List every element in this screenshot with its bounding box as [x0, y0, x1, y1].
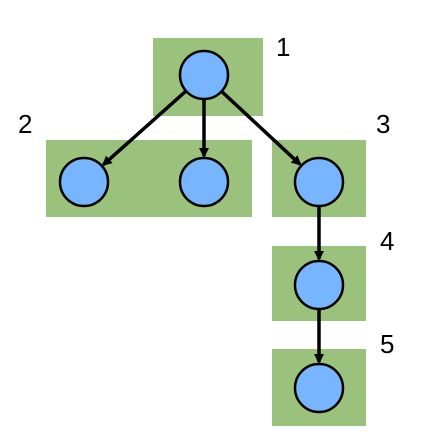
edge-root-to-left: [101, 89, 188, 167]
nodes: [58, 49, 345, 414]
node-right: [293, 156, 345, 208]
edges: [101, 89, 324, 364]
group-label-1: 1: [276, 32, 290, 62]
node-middle: [178, 156, 230, 208]
node-root: [178, 49, 230, 101]
edge-root-to-right: [220, 90, 302, 166]
group-label-3: 3: [376, 109, 390, 139]
node-chain-b: [293, 362, 345, 414]
group-label-2: 2: [18, 109, 32, 139]
node-chain-a: [293, 259, 345, 311]
node-left: [58, 156, 110, 208]
group-label-5: 5: [380, 329, 394, 359]
group-label-4: 4: [380, 226, 394, 256]
